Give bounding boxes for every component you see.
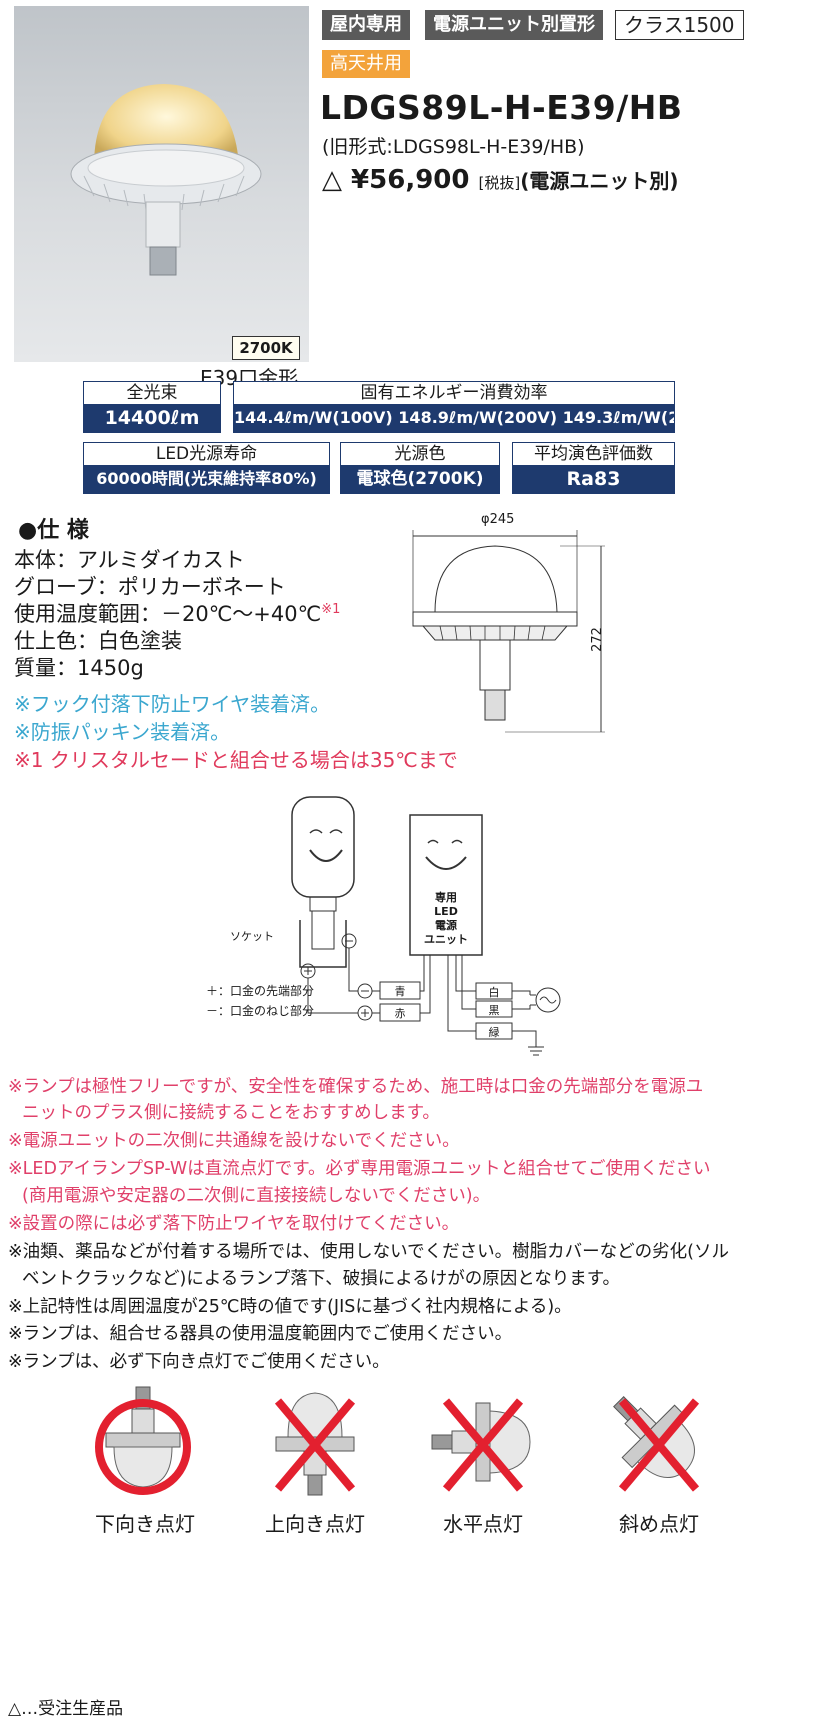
color-header: 光源色 [341, 443, 499, 465]
spec-temp-text: 使用温度範囲：－20℃〜+40℃ [14, 602, 322, 626]
socket-label: ソケット [230, 930, 274, 943]
unit-label: 専用 LED 電源 ユニット [420, 891, 472, 947]
spec-note-wire: ※フック付落下防止ワイヤ装着済。 [14, 692, 331, 716]
wire-white: 白 [488, 986, 500, 999]
spec-note-shade: ※1 クリスタルセードと組合せる場合は35℃まで [14, 748, 458, 772]
caution-7: ※ランプは、組合せる器具の使用温度範囲内でご使用ください。 [8, 1324, 513, 1344]
orientation-up-label: 上向き点灯 [265, 1512, 365, 1536]
diameter-label: φ245 [481, 512, 515, 527]
spec-mass: 質量：1450g [14, 656, 144, 680]
dimension-drawing: φ245 272 [405, 512, 625, 742]
footer-note: △…受注生産品 [8, 1699, 124, 1719]
caution-1a: ※ランプは極性フリーですが、安全性を確保するため、施工時は口金の先端部分を電源ユ [8, 1077, 704, 1097]
wire-blue: 青 [394, 985, 406, 998]
color-spec: 光源色 電球色(2700K) [340, 442, 500, 494]
wiring-diagram: ソケット ＋：口金の先端部分 －：口金のねじ部分 専用 LED 電源 ユニット … [206, 795, 590, 1065]
orientation-oblique-label: 斜め点灯 [619, 1512, 699, 1536]
wire-black: 黒 [488, 1004, 500, 1017]
orientation-down-label: 下向き点灯 [95, 1512, 195, 1536]
spec-temp: 使用温度範囲：－20℃〜+40℃※1 [14, 598, 340, 628]
product-photo [14, 6, 309, 362]
spec-note-packing: ※防振パッキン装着済。 [14, 720, 231, 744]
lumen-spec: 全光束 14400ℓm [83, 381, 221, 433]
caution-3b: (商用電源や安定器の二次側に直接接続しないでください)。 [22, 1186, 491, 1206]
efficiency-spec: 固有エネルギー消費効率 144.4ℓm/W(100V) 148.9ℓm/W(20… [233, 381, 675, 433]
orientation-up-icon [260, 1385, 370, 1504]
cri-spec: 平均演色評価数 Ra83 [512, 442, 675, 494]
orientation-oblique-icon [604, 1385, 714, 1504]
caution-3a: ※LEDアイランプSP-Wは直流点灯です。必ず専用電源ユニットと組合せてご使用く… [8, 1159, 711, 1179]
efficiency-value: 144.4ℓm/W(100V) 148.9ℓm/W(200V) 149.3ℓm/… [234, 404, 674, 432]
unit-label-4: ユニット [424, 933, 468, 946]
caution-1b: ニットのプラス側に接続することをおすすめします。 [22, 1103, 440, 1123]
life-header: LED光源寿命 [84, 443, 329, 465]
class-tag: クラス1500 [615, 10, 744, 40]
life-value: 60000時間(光束維持率80%) [84, 465, 329, 493]
orientation-horizontal-label: 水平点灯 [443, 1512, 523, 1536]
spec-finish: 仕上色：白色塗装 [14, 629, 182, 653]
life-spec: LED光源寿命 60000時間(光束維持率80%) [83, 442, 330, 494]
lumen-value: 14400ℓm [84, 404, 220, 432]
indoor-tag: 屋内専用 [322, 10, 410, 40]
plus-desc: ＋：口金の先端部分 [206, 984, 315, 998]
spec-globe: グローブ：ポリカーボネート [14, 575, 286, 599]
color-value: 電球色(2700K) [341, 465, 499, 493]
price-note: (電源ユニット別) [520, 169, 679, 193]
wire-green: 緑 [488, 1026, 500, 1039]
unit-label-1: 専用 [435, 891, 457, 904]
caution-5b: ベントクラックなど)によるランプ落下、破損によるけがの原因となります。 [22, 1269, 620, 1289]
caution-2: ※電源ユニットの二次側に共通線を設けないでください。 [8, 1131, 460, 1151]
caution-4: ※設置の際には必ず落下防止ワイヤを取付けてください。 [8, 1214, 460, 1234]
price-value: △ ¥56,900 [322, 165, 470, 195]
cri-header: 平均演色評価数 [513, 443, 674, 465]
model-number: LDGS89L-H-E39/HB [320, 88, 683, 127]
high-ceiling-tag: 高天井用 [322, 50, 410, 78]
lamp-photo-icon [70, 84, 262, 276]
separate-unit-tag: 電源ユニット別置形 [425, 10, 603, 40]
orientation-horizontal-icon [428, 1385, 538, 1504]
unit-label-2: LED [434, 905, 458, 918]
lumen-header: 全光束 [84, 382, 220, 404]
caution-8: ※ランプは、必ず下向き点灯でご使用ください。 [8, 1352, 390, 1372]
price-tax: [税抜] [478, 174, 521, 192]
unit-label-3: 電源 [435, 919, 457, 932]
wire-red: 赤 [394, 1007, 406, 1020]
cct-badge: 2700K [232, 336, 300, 360]
minus-desc: －：口金のねじ部分 [206, 1004, 315, 1018]
height-label: 272 [589, 627, 605, 652]
caution-6: ※上記特性は周囲温度が25℃時の値です(JISに基づく社内規格による)。 [8, 1297, 572, 1317]
caution-5a: ※油類、薬品などが付着する場所では、使用しないでください。樹脂カバーなどの劣化(… [8, 1242, 729, 1262]
cri-value: Ra83 [513, 465, 674, 493]
efficiency-header: 固有エネルギー消費効率 [234, 382, 674, 404]
orientation-down-icon [90, 1385, 200, 1504]
old-model-number: (旧形式:LDGS98L-H-E39/HB) [322, 136, 585, 158]
spec-temp-ref: ※1 [321, 602, 341, 617]
price: △ ¥56,900 [税抜](電源ユニット別) [322, 165, 679, 195]
spec-body: 本体：アルミダイカスト [14, 548, 245, 572]
spec-title: ●仕 様 [18, 518, 89, 543]
